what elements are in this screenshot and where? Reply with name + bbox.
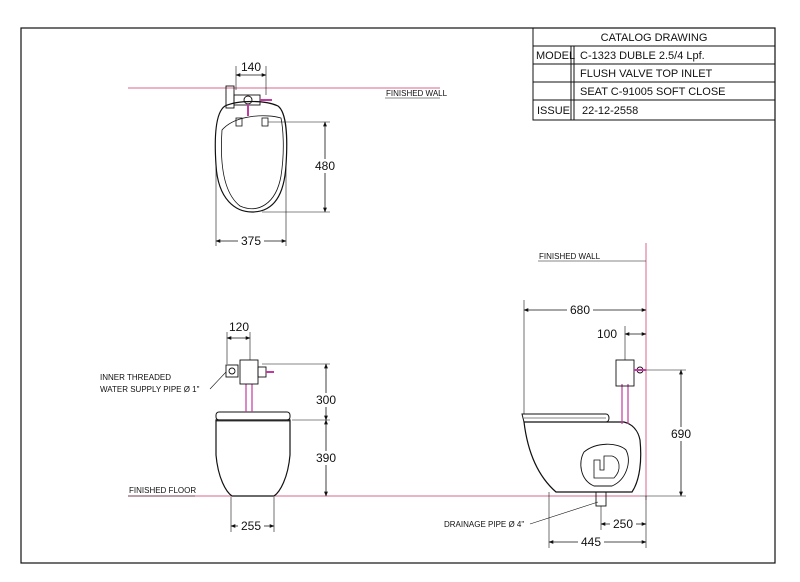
title-line-3: SEAT C-91005 SOFT CLOSE (580, 86, 726, 98)
sheet-border (20, 27, 776, 564)
finished-floor-label: FINISHED FLOOR (129, 486, 196, 495)
supply-label-line2: WATER SUPPLY PIPE Ø 1" (100, 385, 200, 394)
side-trapway-inner (593, 455, 620, 479)
top-view: FINISHED WALL 140 480 375 (128, 60, 448, 248)
dim-top-140: 140 (241, 60, 261, 74)
dim-top-375: 375 (241, 234, 261, 248)
front-view: FINISHED FLOOR INNER THREADED WATER SUPP… (100, 320, 640, 533)
dim-top-480: 480 (315, 159, 335, 173)
top-finished-wall-label: FINISHED WALL (386, 89, 448, 98)
dim-front-300: 300 (316, 393, 336, 407)
dim-side-680: 680 (570, 303, 590, 317)
title-block: CATALOG DRAWING MODEL C-1323 DUBLE 2.5/4… (532, 27, 776, 121)
side-view: FINISHED WALL 680 100 690 (444, 243, 694, 549)
front-seat (215, 411, 291, 421)
side-bowl (523, 421, 642, 493)
model-label: MODEL (536, 50, 575, 62)
top-seat-outline (220, 115, 284, 210)
dim-front-255: 255 (241, 519, 261, 533)
dim-side-445: 445 (581, 535, 601, 549)
dim-side-250: 250 (613, 517, 633, 531)
title-line-2: FLUSH VALVE TOP INLET (580, 68, 713, 80)
issue-value: 22-12-2558 (582, 105, 638, 117)
dim-side-690: 690 (671, 427, 691, 441)
dim-side-100: 100 (597, 327, 617, 341)
top-bowl-outline (214, 100, 288, 213)
side-drain-stub (595, 491, 607, 507)
model-value: C-1323 DUBLE 2.5/4 Lpf. (580, 50, 705, 62)
side-seat (521, 413, 610, 423)
title-heading: CATALOG DRAWING (601, 32, 708, 44)
drain-label: DRAINAGE PIPE Ø 4" (444, 520, 524, 529)
issue-label: ISSUE (537, 105, 570, 117)
front-bowl (215, 419, 291, 497)
dim-front-390: 390 (316, 451, 336, 465)
side-finished-wall-label: FINISHED WALL (539, 252, 601, 261)
dim-front-120: 120 (229, 320, 249, 334)
supply-label-line1: INNER THREADED (100, 373, 171, 382)
side-trapway-outer (580, 443, 629, 487)
